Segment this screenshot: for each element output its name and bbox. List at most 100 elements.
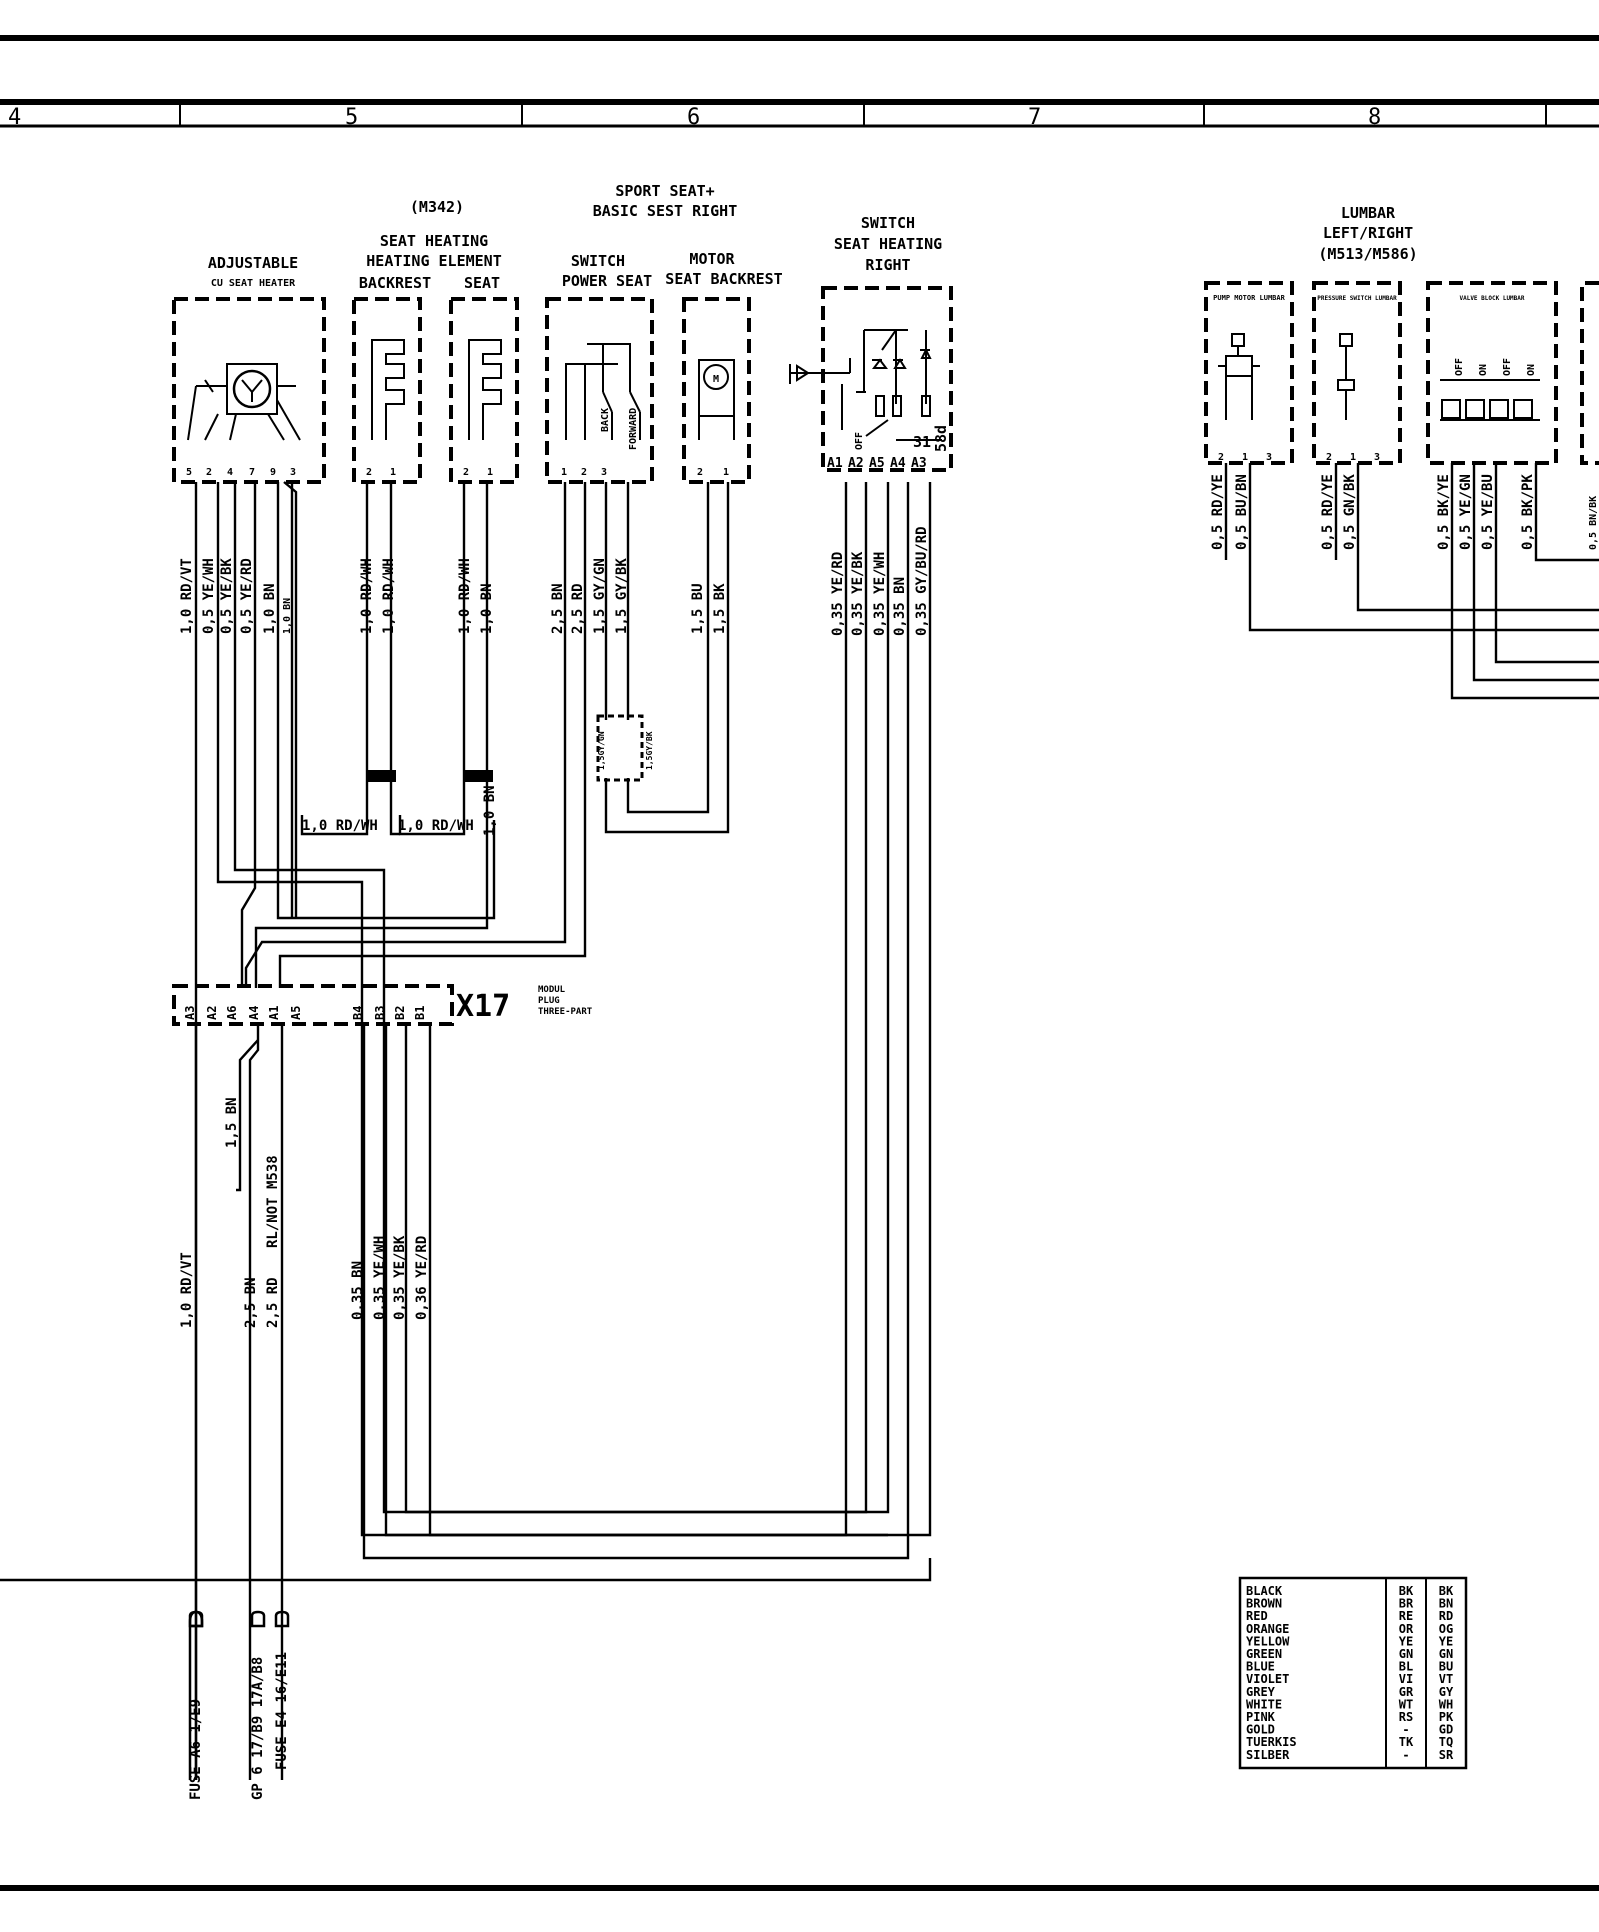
wire-label-lum-5: 0,5 BK/YE (1436, 474, 1452, 550)
legend-name-9: WHITE (1246, 1697, 1282, 1711)
sport-seat-line1: SPORT SEAT+ (615, 182, 714, 200)
seat-heating-subtitle: HEATING ELEMENT (366, 252, 501, 270)
seat-heating-title: SEAT HEATING (380, 232, 488, 250)
wire-label-lum-7: 0,5 YE/BU (1480, 474, 1496, 550)
wire-label-low-4: 2,5 RD (265, 1277, 281, 1328)
x17-pin-a3: A3 (183, 1006, 197, 1020)
legend-de-0: BK (1399, 1584, 1414, 1598)
lumbar-pressure-label: PRESSURE SWITCH LUMBAR (1317, 295, 1397, 302)
drawing-frame (0, 35, 1599, 1891)
switch-heating-pin-a4: A4 (890, 456, 906, 471)
wire-label-lum-9: 0,5 BN/BK (1588, 496, 1599, 550)
wire-labels: 1,0 RD/VT 0,5 YE/WH 0,5 YE/BK 0,5 YE/RD … (179, 474, 1599, 1328)
wire-label-backrest-2: 1,0 RD/WH (381, 558, 397, 634)
legend-de-11: - (1402, 1723, 1409, 1737)
lumbar-valve-label: VALVE BLOCK LUMBAR (1459, 295, 1524, 302)
switch-off-label: OFF (854, 432, 865, 450)
legend-code-1: BN (1439, 1597, 1453, 1611)
switch-power-pin-3: 3 (601, 467, 607, 478)
wire-label-lum-8: 0,5 BK/PK (1520, 474, 1536, 550)
wire-label-seat-2: 1,0 BN (479, 583, 495, 634)
legend-code-2: RD (1439, 1609, 1453, 1623)
motor-backrest-line1: MOTOR (689, 250, 735, 268)
legend-code-11: GD (1439, 1723, 1453, 1737)
legend-de-8: GR (1399, 1685, 1414, 1699)
wire-label-power-4: 1,5 GY/BK (614, 558, 630, 634)
lumbar-pump-pin-2: 2 (1218, 452, 1224, 463)
switch-power-seat-line1: SWITCH (571, 252, 625, 270)
legend-name-8: GREY (1246, 1685, 1276, 1699)
terminal-label-3: FUSE E4 16/E11 (274, 1652, 290, 1770)
switch-power-seat-box: BACK FORWARD 1 2 3 (545, 297, 654, 484)
lumbar-valve-box: VALVE BLOCK LUMBAR OFF ON OFF ON (1426, 281, 1558, 465)
legend-de-10: RS (1399, 1710, 1413, 1724)
legend-code-0: BK (1439, 1584, 1454, 1598)
adjustable-pin-1: 5 (186, 467, 192, 478)
backrest-pin-2: 2 (366, 467, 372, 478)
wire-label-adj-3: 0,5 YE/BK (219, 558, 235, 634)
x17-desc3: THREE-PART (538, 1007, 593, 1017)
legend-name-0: BLACK (1246, 1584, 1283, 1598)
wire-label-adj-4: 0,5 YE/RD (239, 558, 255, 634)
wire-label-b-2: 0,35 YE/WH (372, 1236, 388, 1320)
wire-label-motor-2: 1,5 BK (712, 583, 728, 634)
grid-col-5: 5 (345, 105, 358, 130)
switch-heating-line1: SWITCH (861, 214, 915, 232)
wire-label-adj-1: 1,0 RD/VT (179, 558, 195, 634)
wire-label-low-1: 1,5 BN (224, 1097, 240, 1148)
legend-name-5: GREEN (1246, 1647, 1282, 1661)
wire-label-h-2: 1,0 RD/WH (398, 818, 474, 834)
grid-column-labels: 4 5 6 7 8 (8, 105, 1381, 130)
legend-de-3: OR (1399, 1622, 1414, 1636)
switch-pin-31: 31 (913, 433, 931, 451)
wire-label-backrest-1: 1,0 RD/WH (359, 558, 375, 634)
backrest-label: BACKREST (359, 274, 431, 292)
wire-label-sw-3: 0,35 YE/WH (872, 552, 888, 636)
wire-label-sw-4: 0,35 BN (892, 577, 908, 636)
lumbar-pressure-pin-2: 2 (1326, 452, 1332, 463)
switch-heating-pin-a1: A1 (827, 456, 843, 471)
legend-de-5: GN (1399, 1647, 1413, 1661)
motor-pin-2: 2 (697, 467, 703, 478)
wire-label-power-2: 2,5 RD (570, 583, 586, 634)
lumbar-line3: (M513/M586) (1318, 245, 1417, 263)
x17-desc1: MODUL (538, 985, 566, 995)
legend-code-8: GY (1439, 1685, 1454, 1699)
legend-name-4: YELLOW (1246, 1634, 1290, 1648)
legend-de-7: VI (1399, 1672, 1413, 1686)
adjustable-pin-2: 2 (206, 467, 212, 478)
terminals: FUSE A6 1/E9 GP 6 17/B9 17A/B8 FUSE E4 1… (188, 1610, 290, 1800)
legend-code-3: OG (1439, 1622, 1453, 1636)
switch-heating-line3: RIGHT (865, 256, 910, 274)
adjustable-pin-6: 3 (290, 467, 296, 478)
x17-pin-a1: A1 (267, 1006, 281, 1020)
switch-forward-label: FORWARD (628, 408, 639, 450)
valve-on-1: ON (1478, 364, 1489, 376)
adjustable-pin-5: 9 (270, 467, 276, 478)
legend-de-2: RE (1399, 1609, 1413, 1623)
motor-symbol: M (713, 374, 719, 385)
legend-name-3: ORANGE (1246, 1622, 1289, 1636)
wire-label-adj-2: 0,5 YE/WH (201, 558, 217, 634)
wire-label-power-3: 1,5 GY/GN (592, 558, 608, 634)
legend-de-9: WT (1399, 1697, 1413, 1711)
switch-heating-pin-a2: A2 (848, 456, 864, 471)
lumbar-line1: LUMBAR (1341, 204, 1396, 222)
legend-code-7: VT (1439, 1672, 1453, 1686)
wire-label-low-5: RL/NOT M538 (265, 1155, 281, 1248)
adjustable-pin-4: 7 (249, 467, 255, 478)
switch-heating-pin-a3: A3 (911, 456, 927, 471)
legend-name-1: BROWN (1246, 1597, 1282, 1611)
sport-seat-line2: BASIC SEST RIGHT (593, 202, 738, 220)
x17-label: X17 (456, 989, 510, 1024)
wire-label-sw-5: 0,35 GY/BU/RD (914, 526, 930, 636)
switch-heating-line2: SEAT HEATING (834, 235, 942, 253)
lumbar-pump-pin-1: 1 (1242, 452, 1248, 463)
x17-pin-b2: B2 (393, 1006, 407, 1020)
legend-code-12: TQ (1439, 1735, 1453, 1749)
adjustable-subtitle: CU SEAT HEATER (211, 278, 296, 289)
grid-col-7: 7 (1028, 105, 1041, 130)
x17-desc2: PLUG (538, 996, 560, 1006)
